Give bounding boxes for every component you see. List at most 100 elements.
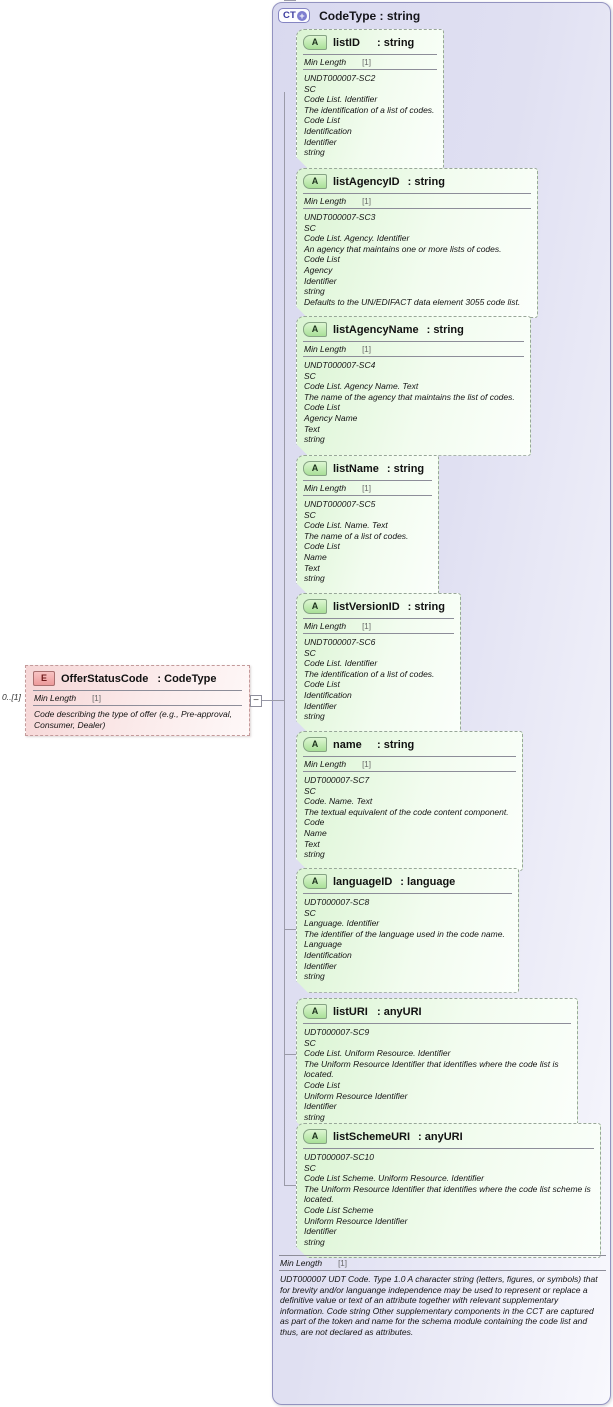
divider	[303, 54, 437, 55]
element-name: OfferStatusCode	[61, 672, 149, 685]
divider	[303, 771, 516, 772]
attribute-name: listVersionID	[333, 600, 400, 613]
attribute-annotation: UDT000007-SC9 SC Code List. Uniform Reso…	[304, 1027, 559, 1122]
attribute-box[interactable]: A listVersionID : string Min Length [1] …	[296, 593, 461, 733]
attribute-box[interactable]: A listAgencyID : string Min Length [1] U…	[296, 168, 538, 318]
connector-line	[284, 1054, 296, 1055]
element-annotation: Code describing the type of offer (e.g.,…	[34, 709, 232, 730]
element-facet-minlength: Min Length [1]	[34, 693, 101, 703]
attribute-badge-icon: A	[303, 1129, 327, 1144]
attribute-type: : string	[426, 323, 464, 336]
connector-line	[284, 0, 296, 1]
connector-line	[262, 700, 284, 701]
divider	[303, 893, 512, 894]
attribute-box[interactable]: A name : string Min Length [1] UDT000007…	[296, 731, 523, 871]
attribute-box[interactable]: A listAgencyName : string Min Length [1]…	[296, 316, 531, 456]
attribute-facet-minlength: Min Length [1]	[304, 57, 371, 67]
attribute-type: : language	[400, 875, 456, 888]
attribute-facet-minlength: Min Length [1]	[304, 196, 371, 206]
divider	[279, 1255, 606, 1256]
cardinality-label: 0..[1]	[2, 692, 21, 702]
element-header: E OfferStatusCode : CodeType	[33, 669, 242, 690]
element-type: : CodeType	[157, 672, 217, 685]
attribute-type: : string	[377, 738, 415, 751]
attribute-header: A name : string	[303, 735, 516, 756]
attribute-type: : string	[386, 462, 425, 475]
attribute-name: listSchemeURI	[333, 1130, 411, 1143]
divider	[279, 1270, 606, 1271]
attribute-type: : string	[407, 600, 445, 613]
attribute-name: name	[333, 738, 362, 751]
plus-icon[interactable]: +	[297, 10, 308, 21]
attribute-header: A listID : string	[303, 33, 437, 54]
attribute-annotation: UDT000007-SC8 SC Language. Identifier Th…	[304, 897, 505, 982]
attribute-name: listName	[333, 462, 379, 475]
attribute-name: listAgencyName	[333, 323, 419, 336]
attribute-facet-minlength: Min Length [1]	[304, 621, 371, 631]
divider	[303, 1023, 571, 1024]
connector-line	[284, 1185, 296, 1186]
attribute-badge-icon: A	[303, 737, 327, 752]
complextype-badge-text: CT	[283, 10, 297, 21]
attribute-facet-minlength: Min Length [1]	[304, 344, 371, 354]
attribute-name: languageID	[333, 875, 393, 888]
element-badge-icon: E	[33, 671, 55, 686]
attribute-badge-icon: A	[303, 461, 327, 476]
element-box-offerstatuscode[interactable]: E OfferStatusCode : CodeType Min Length …	[25, 665, 250, 737]
attribute-name: listURI	[333, 1005, 368, 1018]
attribute-badge-icon: A	[303, 599, 327, 614]
complextype-box-codetype[interactable]: CT+ CodeType : string A listID : string …	[272, 2, 611, 1405]
connector-line	[284, 929, 296, 930]
attribute-badge-icon: A	[303, 174, 327, 189]
divider	[303, 208, 531, 209]
divider	[303, 495, 432, 496]
attribute-box[interactable]: A listName : string Min Length [1] UNDT0…	[296, 455, 439, 595]
attribute-annotation: UDT000007-SC7 SC Code. Name. Text The te…	[304, 775, 509, 860]
minus-icon[interactable]: −	[250, 695, 262, 707]
divider	[303, 356, 524, 357]
attribute-annotation: UNDT000007-SC3 SC Code List. Agency. Ide…	[304, 212, 521, 307]
attribute-header: A listURI : anyURI	[303, 1002, 571, 1023]
attribute-box[interactable]: A listID : string Min Length [1] UNDT000…	[296, 29, 444, 169]
divider	[303, 193, 531, 194]
attribute-annotation: UNDT000007-SC5 SC Code List. Name. Text …	[304, 499, 409, 584]
attribute-annotation: UDT000007-SC10 SC Code List Scheme. Unif…	[304, 1152, 591, 1247]
complextype-header: CT+ CodeType : string	[278, 8, 420, 23]
attribute-type: : anyURI	[418, 1130, 463, 1143]
attribute-header: A languageID : language	[303, 872, 512, 893]
attribute-box[interactable]: A listURI : anyURI UDT000007-SC9 SC Code…	[296, 998, 578, 1133]
attribute-annotation: UNDT000007-SC4 SC Code List. Agency Name…	[304, 360, 515, 445]
attribute-facet-minlength: Min Length [1]	[304, 759, 371, 769]
complextype-badge-icon: CT+	[278, 8, 311, 23]
divider	[303, 756, 516, 757]
attribute-list: A listID : string Min Length [1] UNDT000…	[273, 3, 610, 1404]
divider	[303, 341, 524, 342]
complextype-facets-section: Min Length [1] UDT000007 UDT Code. Type …	[279, 1255, 606, 1338]
divider	[303, 480, 432, 481]
attribute-badge-icon: A	[303, 874, 327, 889]
divider	[303, 69, 437, 70]
divider	[33, 705, 242, 706]
divider	[303, 633, 454, 634]
complextype-annotation: UDT000007 UDT Code. Type 1.0 A character…	[280, 1274, 598, 1337]
attribute-annotation: UNDT000007-SC6 SC Code List. Identifier …	[304, 637, 435, 722]
attribute-header: A listAgencyID : string	[303, 172, 531, 193]
complextype-facet-minlength: Min Length [1]	[280, 1258, 347, 1268]
attribute-box[interactable]: A listSchemeURI : anyURI UDT000007-SC10 …	[296, 1123, 601, 1258]
attribute-type: : anyURI	[377, 1005, 422, 1018]
attribute-header: A listVersionID : string	[303, 597, 454, 618]
attribute-annotation: UNDT000007-SC2 SC Code List. Identifier …	[304, 73, 435, 158]
attribute-badge-icon: A	[303, 35, 327, 50]
attribute-badge-icon: A	[303, 1004, 327, 1019]
connector-spine	[284, 92, 285, 1186]
divider	[303, 618, 454, 619]
attribute-type: : string	[407, 175, 445, 188]
divider	[33, 690, 242, 691]
attribute-name: listID	[333, 36, 360, 49]
attribute-box[interactable]: A languageID : language UDT000007-SC8 SC…	[296, 868, 519, 993]
attribute-header: A listAgencyName : string	[303, 320, 524, 341]
attribute-name: listAgencyID	[333, 175, 400, 188]
attribute-header: A listName : string	[303, 459, 432, 480]
divider	[303, 1148, 594, 1149]
